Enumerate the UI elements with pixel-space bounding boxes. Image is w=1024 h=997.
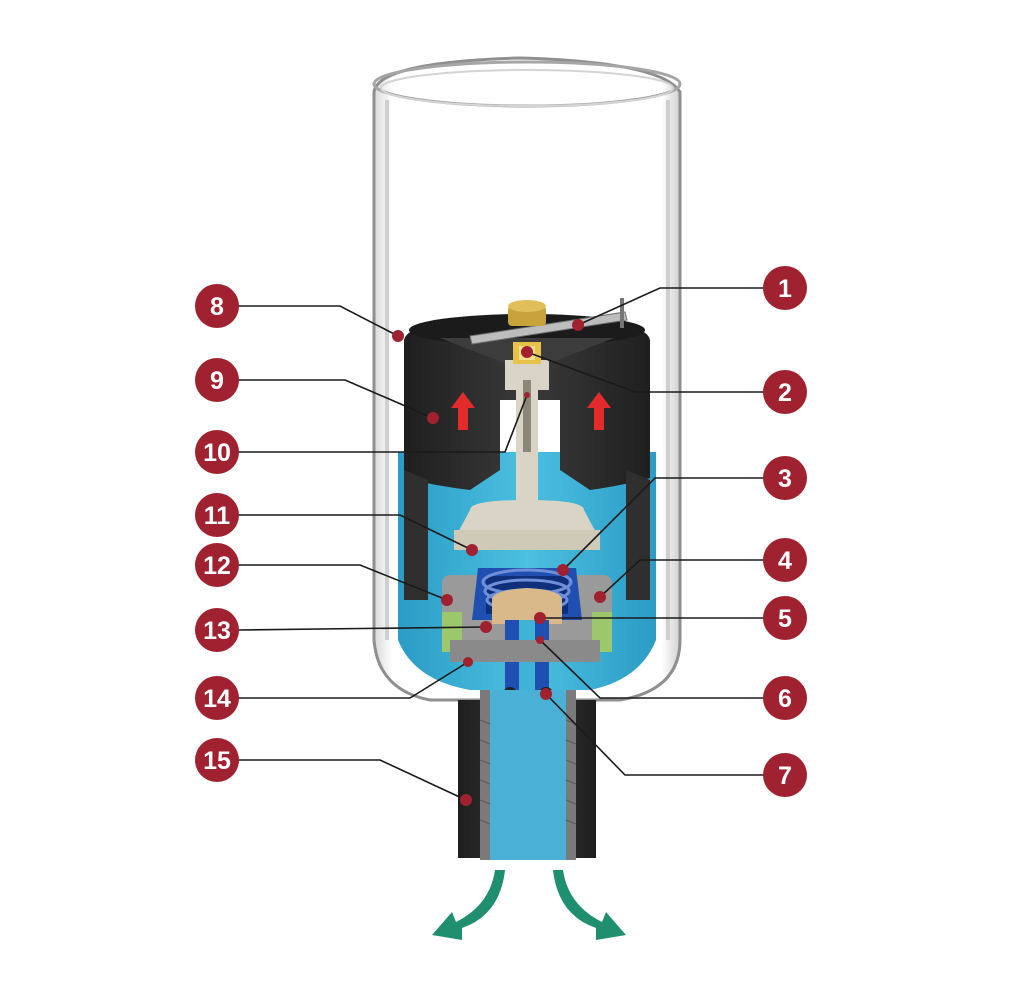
callout-badge-12: 12 bbox=[195, 543, 239, 587]
target-dot-7 bbox=[540, 688, 552, 700]
flow-arrow-right bbox=[553, 870, 626, 940]
callout-label-5: 5 bbox=[778, 605, 792, 633]
target-dot-2 bbox=[521, 346, 533, 358]
callout-label-15: 15 bbox=[203, 747, 231, 775]
callout-badge-13: 13 bbox=[195, 608, 239, 652]
leader-line-11 bbox=[237, 514, 473, 551]
callout-label-3: 3 bbox=[778, 465, 792, 493]
leader-line-6 bbox=[539, 639, 765, 699]
valve-stem bbox=[454, 360, 600, 550]
callout-label-2: 2 bbox=[778, 379, 792, 407]
callout-label-13: 13 bbox=[203, 617, 231, 645]
leader-line-9 bbox=[237, 379, 434, 419]
callout-badge-1: 1 bbox=[763, 266, 807, 310]
outlet-nozzle bbox=[458, 690, 596, 860]
up-arrow-right bbox=[587, 392, 611, 430]
callout-badge-14: 14 bbox=[195, 676, 239, 720]
target-dot-12 bbox=[441, 594, 453, 606]
leader-lines bbox=[236, 287, 765, 801]
callout-label-6: 6 bbox=[778, 685, 792, 713]
leader-line-2 bbox=[526, 351, 765, 393]
target-dot-11 bbox=[466, 544, 478, 556]
callout-label-11: 11 bbox=[204, 502, 231, 530]
flow-arrow-left bbox=[432, 870, 505, 940]
callout-badges: 1 2 3 4 5 6 7 8 9 10 11 12 13 14 15 bbox=[195, 266, 807, 797]
target-dot-10 bbox=[524, 392, 530, 398]
target-dot-5 bbox=[534, 612, 546, 624]
leader-line-12 bbox=[237, 564, 448, 601]
callout-label-10: 10 bbox=[203, 439, 231, 467]
callout-badge-15: 15 bbox=[195, 738, 239, 782]
leader-line-10 bbox=[237, 394, 528, 453]
target-dot-1 bbox=[572, 319, 584, 331]
callout-label-12: 12 bbox=[203, 552, 231, 580]
target-dot-4 bbox=[594, 591, 606, 603]
target-dots bbox=[392, 319, 606, 806]
up-arrow-left bbox=[451, 392, 475, 430]
callout-label-14: 14 bbox=[203, 685, 231, 713]
target-dot-14 bbox=[463, 657, 473, 667]
leader-line-1 bbox=[577, 287, 765, 326]
leader-line-15 bbox=[237, 759, 467, 801]
leader-line-14 bbox=[237, 661, 469, 699]
target-dot-3 bbox=[557, 564, 569, 576]
target-dot-8 bbox=[392, 330, 404, 342]
callout-badge-4: 4 bbox=[763, 538, 807, 582]
leader-line-13 bbox=[236, 626, 487, 631]
leader-line-4 bbox=[599, 559, 765, 598]
callout-badge-3: 3 bbox=[763, 456, 807, 500]
callout-label-8: 8 bbox=[210, 293, 224, 321]
callout-badge-10: 10 bbox=[195, 430, 239, 474]
callout-badge-8: 8 bbox=[195, 284, 239, 328]
callout-badge-2: 2 bbox=[763, 370, 807, 414]
callout-badge-5: 5 bbox=[763, 596, 807, 640]
callout-label-7: 7 bbox=[778, 762, 792, 790]
callout-label-9: 9 bbox=[210, 367, 224, 395]
callout-badge-11: 11 bbox=[195, 493, 239, 537]
target-dot-13 bbox=[480, 621, 492, 633]
callout-label-4: 4 bbox=[778, 547, 792, 575]
leader-line-8 bbox=[237, 305, 399, 337]
callout-badge-9: 9 bbox=[195, 358, 239, 402]
callout-label-1: 1 bbox=[778, 275, 792, 303]
target-dot-9 bbox=[427, 412, 439, 424]
target-dot-6 bbox=[536, 636, 544, 644]
callout-badge-7: 7 bbox=[763, 753, 807, 797]
leader-line-3 bbox=[562, 477, 765, 571]
leader-line-7 bbox=[545, 693, 765, 776]
callout-badge-6: 6 bbox=[763, 676, 807, 720]
target-dot-15 bbox=[460, 794, 472, 806]
